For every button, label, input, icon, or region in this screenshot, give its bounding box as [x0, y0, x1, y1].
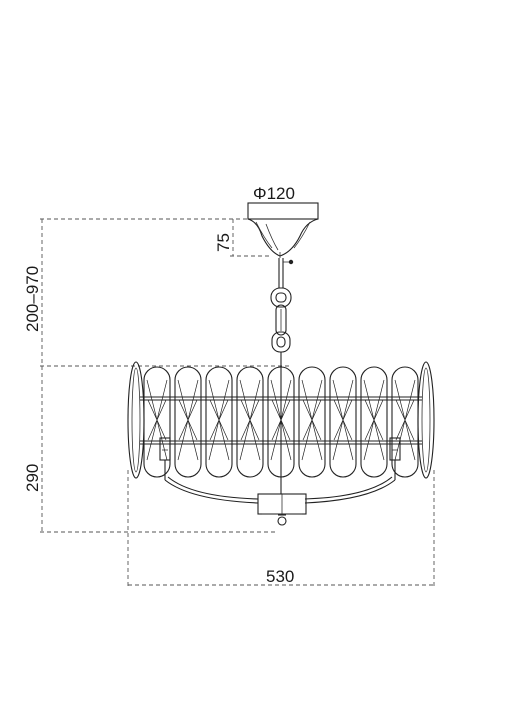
suspension-range-label: 200–970 [23, 266, 42, 332]
finial [277, 516, 287, 526]
central-hub [257, 493, 307, 526]
lamp-body [127, 361, 435, 526]
crystal-lens [360, 366, 388, 478]
right-lamp-socket [389, 437, 401, 480]
crystal-lens [329, 366, 357, 478]
canopy-diameter-label: Φ120 [253, 184, 295, 203]
overall-width-label: 530 [266, 567, 294, 586]
crystal-lens [391, 366, 419, 478]
crystal-lens [236, 366, 264, 478]
body-height-label: 290 [23, 464, 42, 492]
crystal-lens [174, 366, 202, 478]
canopy-height-label: 75 [214, 233, 233, 252]
suspension-chain [270, 258, 294, 366]
left-lamp-socket [159, 437, 171, 480]
crystal-lens [205, 366, 233, 478]
ceiling-canopy [247, 202, 319, 258]
support-arms [164, 476, 396, 504]
left-end-disc [127, 361, 145, 479]
crystal-lens [143, 366, 171, 478]
right-end-disc [417, 361, 435, 479]
crystal-lens [298, 366, 326, 478]
